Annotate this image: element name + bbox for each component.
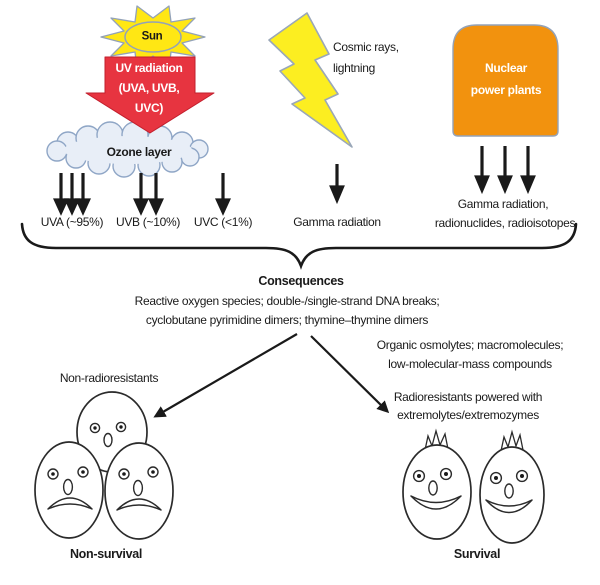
uvc-label: UVC (<1%) — [193, 215, 253, 229]
radioresistants-label-line1: Radioresistants powered with — [393, 390, 543, 404]
nuclear-output-arrows — [474, 146, 536, 195]
survival-label: Survival — [453, 546, 501, 561]
gamma-radiation-label: Gamma radiation — [293, 215, 381, 229]
hair-tuft — [500, 429, 524, 452]
radioresistants-label-line2: extremolytes/extremozymes — [397, 408, 539, 422]
hair-tuft — [424, 428, 449, 451]
protectants-line2: low-molecular-mass compounds — [388, 357, 552, 371]
non-radioresistants-label: Non-radioresistants — [59, 371, 159, 385]
happy-face — [479, 429, 545, 544]
happy-face — [402, 428, 472, 540]
consequences-title: Consequences — [258, 273, 344, 288]
protectants-line1: Organic osmolytes; macromolecules; — [376, 338, 564, 352]
lightning-bolt-icon — [268, 12, 353, 148]
non-radioresistant-faces — [34, 391, 174, 540]
uv-band-arrows — [53, 173, 231, 216]
radioresistant-faces — [402, 428, 545, 544]
cosmic-rays-label-line2: lightning — [333, 61, 376, 75]
arrow-to-non-survival — [153, 333, 298, 418]
arrow-to-survival — [310, 335, 390, 414]
consequences-detail-line2: cyclobutane pyrimidine dimers; thymine–t… — [145, 313, 429, 327]
uva-label: UVA (~95%) — [40, 215, 104, 229]
non-survival-label: Non-survival — [69, 546, 143, 561]
cosmic-rays-label-line1: Cosmic rays, — [333, 40, 399, 54]
gamma-arrow — [329, 164, 345, 205]
uv-arrow-line3: UVC) — [134, 101, 164, 115]
sad-face — [104, 442, 174, 540]
uvb-label: UVB (~10%) — [115, 215, 181, 229]
consequences-brace — [20, 222, 578, 270]
ozone-cloud — [46, 121, 209, 178]
consequences-detail-line1: Reactive oxygen species; double-/single-… — [134, 294, 440, 308]
sad-face — [34, 441, 104, 539]
nuclear-output-line2: radionuclides, radioisotopes — [434, 216, 576, 230]
uv-arrow-line1: UV radiation — [115, 61, 183, 75]
nuclear-plant-box — [452, 24, 559, 137]
nuclear-box-line2: power plants — [470, 83, 542, 97]
sun-label: Sun — [141, 30, 163, 43]
sun-body — [124, 21, 182, 53]
nuclear-box-line1: Nuclear — [485, 61, 527, 75]
uv-arrow-line2: (UVA, UVB, — [118, 81, 180, 95]
uv-radiation-arrow — [85, 56, 215, 134]
ozone-layer-label: Ozone layer — [106, 145, 172, 159]
nuclear-output-line1: Gamma radiation, — [457, 197, 549, 211]
sun-icon — [100, 5, 206, 69]
